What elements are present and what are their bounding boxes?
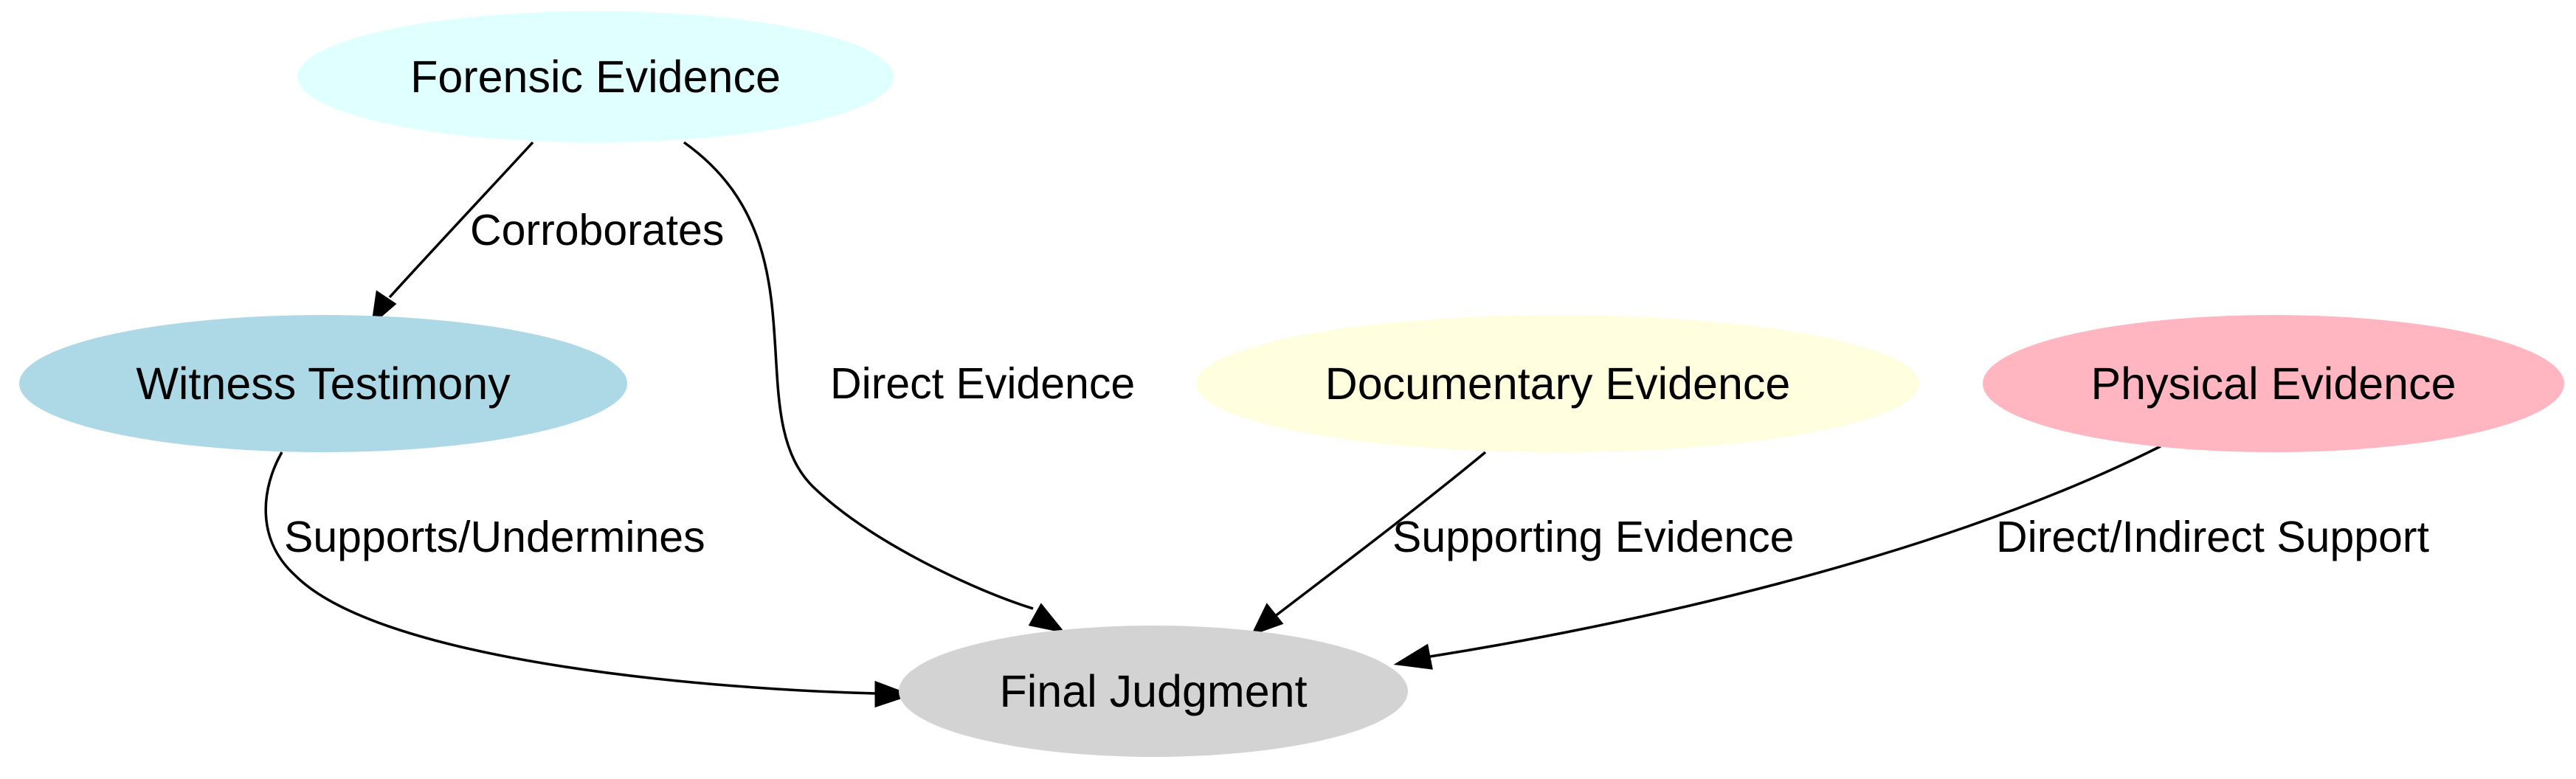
edge-label-direct-indirect-support: Direct/Indirect Support	[1996, 513, 2429, 561]
edge-documentary-to-judgment: Supporting Evidence	[1251, 451, 1794, 636]
edge-line	[388, 141, 534, 299]
arrow-head-icon	[1028, 603, 1066, 634]
arrow-head-icon	[1393, 643, 1433, 670]
edge-line	[264, 451, 877, 695]
node-shape	[1983, 315, 2564, 452]
edge-physical-to-judgment: Direct/Indirect Support	[1393, 445, 2429, 670]
edge-label-corroborates: Corroborates	[470, 206, 724, 255]
node-label: Witness Testimony	[136, 359, 511, 409]
arrow-head-icon	[1251, 603, 1284, 636]
node-label: Final Judgment	[999, 666, 1307, 716]
node-forensic-evidence[interactable]: Forensic Evidence	[297, 11, 894, 142]
edge-forensic-to-witness: Corroborates	[370, 141, 724, 326]
edge-line	[683, 141, 1034, 610]
edge-label-direct-evidence: Direct Evidence	[830, 359, 1135, 408]
edge-line	[1273, 451, 1487, 618]
node-shape	[1196, 315, 1919, 452]
node-label: Documentary Evidence	[1325, 359, 1791, 409]
arrow-head-icon	[370, 290, 397, 326]
edge-label-supporting-evidence: Supporting Evidence	[1392, 513, 1794, 561]
node-shape	[297, 11, 894, 142]
edge-witness-to-judgment: Supports/Undermines	[264, 451, 913, 708]
node-shape	[19, 315, 627, 452]
node-label: Forensic Evidence	[410, 52, 781, 102]
node-shape	[899, 626, 1408, 757]
node-documentary-evidence[interactable]: Documentary Evidence	[1196, 315, 1919, 452]
node-final-judgment[interactable]: Final Judgment	[899, 626, 1408, 757]
edge-line	[1429, 445, 2161, 658]
node-witness-testimony[interactable]: Witness Testimony	[19, 315, 627, 452]
arrow-head-icon	[874, 680, 913, 708]
node-label: Physical Evidence	[2090, 359, 2456, 409]
node-physical-evidence[interactable]: Physical Evidence	[1983, 315, 2564, 452]
edge-label-supports-undermines: Supports/Undermines	[284, 513, 705, 561]
edge-forensic-to-judgment: Direct Evidence	[683, 141, 1135, 634]
